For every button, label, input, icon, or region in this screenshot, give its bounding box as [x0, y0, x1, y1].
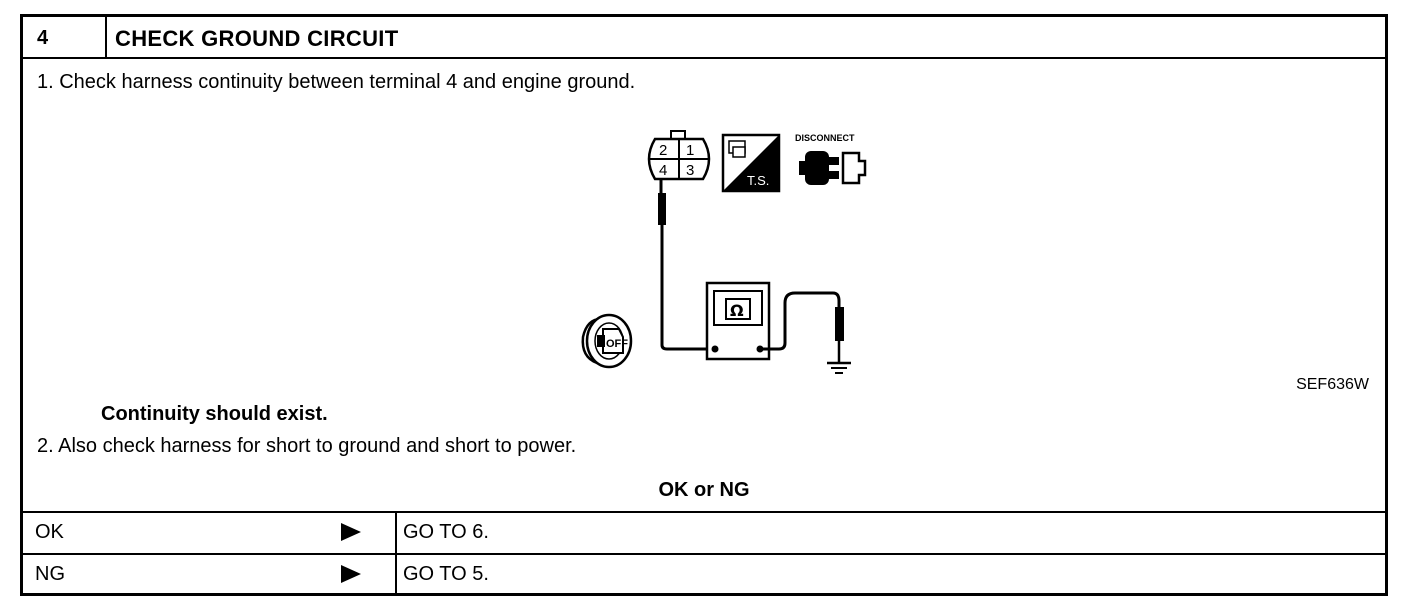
terminal-label: 4 — [659, 162, 667, 179]
test-lead-negative — [760, 291, 844, 363]
ts-label: T.S. — [747, 173, 769, 188]
ignition-key-icon: OFF — [581, 313, 633, 369]
arrow-right-icon — [341, 565, 361, 583]
ohmmeter-icon: Ω — [705, 281, 771, 361]
ignition-off-label: OFF — [606, 338, 628, 350]
procedure-title: CHECK GROUND CIRCUIT — [115, 26, 399, 51]
diagnostic-procedure-table: 4 CHECK GROUND CIRCUIT 1. Check harness … — [20, 14, 1388, 596]
terminal-label: 3 — [686, 162, 694, 179]
terminal-label: 1 — [686, 142, 694, 159]
continuity-note: Continuity should exist. — [101, 403, 328, 425]
procedure-header: 4 CHECK GROUND CIRCUIT — [23, 17, 1385, 59]
harness-side-icon: T.S. — [721, 133, 781, 193]
result-question: OK or NG — [658, 479, 750, 501]
instruction-step-1: 1. Check harness continuity between term… — [37, 71, 636, 93]
row-divider — [395, 555, 397, 595]
instruction-step-2: 2. Also check harness for short to groun… — [37, 435, 577, 457]
row-divider — [395, 513, 397, 553]
step-number: 4 — [37, 27, 49, 49]
result-row-ok: OK GO TO 6. — [23, 511, 1385, 553]
test-lead-positive — [658, 179, 713, 351]
terminal-label: 2 — [659, 142, 667, 159]
result-key: OK — [35, 521, 64, 543]
procedure-body: 1. Check harness continuity between term… — [23, 59, 1385, 501]
result-action: GO TO 5. — [403, 563, 489, 585]
ground-icon — [827, 361, 851, 374]
arrow-right-icon — [341, 523, 361, 541]
result-key: NG — [35, 563, 65, 585]
result-action: GO TO 6. — [403, 521, 489, 543]
figure-id: SEF636W — [1296, 376, 1369, 393]
svg-text:Ω: Ω — [730, 301, 744, 320]
connector-icon: 2 1 4 3 — [647, 130, 711, 181]
result-row-ng: NG GO TO 5. — [23, 553, 1385, 595]
disconnect-label: DISCONNECT — [795, 133, 855, 143]
disconnect-icon: DISCONNECT — [795, 133, 867, 185]
header-divider — [105, 17, 107, 57]
continuity-check-diagram: 2 1 4 3 T.S. DISCONNECT — [581, 130, 867, 374]
